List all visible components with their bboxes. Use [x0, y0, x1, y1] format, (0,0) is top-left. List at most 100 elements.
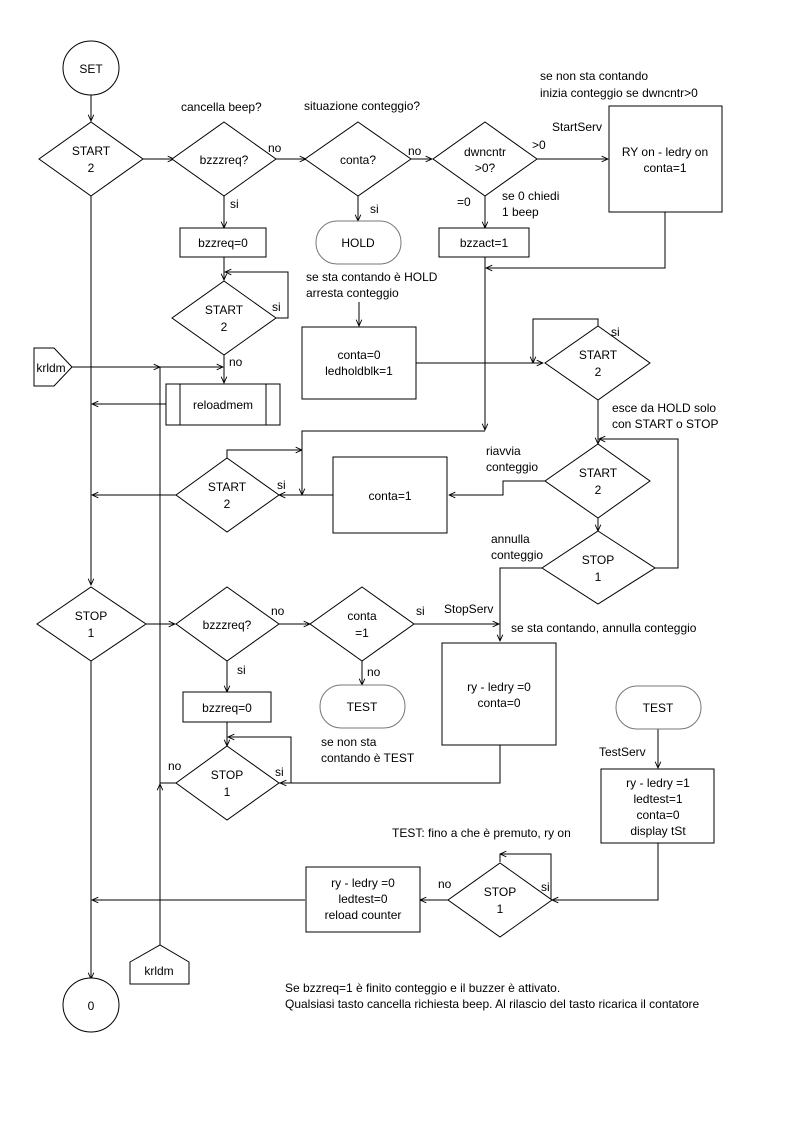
- process-label: bzzact=1: [460, 236, 509, 250]
- annotation-test-note-2: contando è TEST: [321, 751, 415, 765]
- decision-label: START: [579, 466, 618, 480]
- decision-stop1-test[interactable]: STOP 1: [447, 862, 553, 938]
- annotation-esce-2: con START o STOP: [612, 417, 719, 431]
- process-label: conta=1: [368, 489, 411, 503]
- edge-label-eq0: =0: [457, 195, 471, 209]
- decision-label: =1: [355, 626, 369, 640]
- decision-label: 1: [497, 902, 504, 916]
- decision-label: START: [205, 303, 244, 317]
- process-label: conta=0: [636, 808, 679, 822]
- process-label: ledtest=0: [338, 892, 387, 906]
- process-testserv[interactable]: ry - ledry =1 ledtest=1 conta=0 display …: [600, 768, 715, 844]
- edge-label-si: si: [370, 202, 379, 216]
- connectors: [72, 95, 679, 979]
- process-bzzreq0-top[interactable]: bzzreq=0: [179, 227, 267, 258]
- terminal-test-entry[interactable]: TEST: [615, 685, 702, 730]
- decision-label: bzzzreq?: [203, 618, 252, 632]
- decision-stop1-hold[interactable]: STOP 1: [541, 530, 656, 605]
- edge-stop1hold-loop: [599, 439, 679, 569]
- edge-ry0-stop1wait: [280, 745, 501, 783]
- process-reset[interactable]: ry - ledry =0 ledtest=0 reload counter: [305, 866, 421, 933]
- footer-note-2: Qualsiasi tasto cancella richiesta beep.…: [285, 997, 700, 1011]
- edge-label-no: no: [438, 877, 452, 891]
- process-conta1[interactable]: conta=1: [332, 456, 448, 534]
- decision-label: bzzzreq?: [200, 153, 249, 167]
- process-label: ledholdblk=1: [325, 364, 393, 378]
- process-label: ry - ledry =0: [467, 680, 531, 694]
- edge-label-no: no: [168, 759, 182, 773]
- edge-ryon-return: [486, 212, 666, 268]
- subroutine-reloadmem[interactable]: reloadmem: [165, 383, 281, 426]
- decision-start2-main[interactable]: START 2: [38, 121, 144, 197]
- edge-junction-start2rel: [302, 430, 485, 495]
- annotation-se-non-sta-2: inizia conteggio se dwncntr>0: [540, 86, 698, 100]
- edge-resume-conta1: [449, 480, 545, 495]
- decision-label: STOP: [75, 609, 107, 623]
- annotations: cancella beep? situazione conteggio? se …: [181, 69, 719, 1011]
- decision-start2-release[interactable]: START 2: [175, 457, 280, 533]
- connector-krldm-in[interactable]: krldm: [33, 347, 73, 387]
- annotation-hold-note-1: se sta contando è HOLD: [306, 270, 438, 284]
- decision-label: START: [579, 348, 618, 362]
- edge-start2rel-loop: [226, 450, 302, 458]
- edge-label-si: si: [275, 765, 284, 779]
- decision-start2-resume[interactable]: START 2: [544, 443, 651, 519]
- edge-label-si: si: [541, 880, 550, 894]
- decision-stop1-main[interactable]: STOP 1: [36, 586, 147, 662]
- process-label: conta=0: [477, 696, 520, 710]
- process-label: ry - ledry =1: [626, 776, 690, 790]
- decision-conta-eq1[interactable]: conta =1: [309, 586, 415, 662]
- annotation-situazione: situazione conteggio?: [304, 99, 420, 113]
- node-end[interactable]: 0: [62, 977, 120, 1033]
- annotation-hold-note-2: arresta conteggio: [306, 286, 399, 300]
- annotation-stopserv: StopServ: [444, 602, 493, 616]
- decision-label: 1: [595, 570, 602, 584]
- decision-label: 2: [88, 161, 95, 175]
- process-bzzact[interactable]: bzzact=1: [438, 227, 530, 258]
- edge-stop1hold-stopserv: [500, 567, 543, 641]
- process-bzzreq0-bottom[interactable]: bzzreq=0: [182, 691, 272, 723]
- decision-dwncntr[interactable]: dwncntr >0?: [432, 121, 538, 197]
- connector-krldm-out[interactable]: krldm: [129, 944, 190, 985]
- decision-label: dwncntr: [464, 145, 506, 159]
- decision-bzzzreq-bottom[interactable]: bzzzreq?: [175, 586, 280, 662]
- edge-label-no: no: [367, 665, 381, 679]
- decision-conta[interactable]: conta?: [304, 121, 412, 197]
- node-end-label: 0: [88, 999, 95, 1013]
- decision-label: >0?: [475, 161, 496, 175]
- edge-stop1test-loop-line: [499, 853, 552, 900]
- node-set[interactable]: SET: [62, 40, 120, 96]
- terminal-label: HOLD: [341, 236, 375, 250]
- process-label: display tSt: [630, 824, 686, 838]
- terminal-hold[interactable]: HOLD: [315, 220, 402, 265]
- edge-start2hold-loop: [533, 318, 599, 363]
- process-stopserv[interactable]: ry - ledry =0 conta=0: [441, 642, 557, 746]
- decision-bzzzreq-top[interactable]: bzzzreq?: [171, 121, 277, 197]
- decision-label: 1: [224, 785, 231, 799]
- decision-start2-hold[interactable]: START 2: [544, 325, 651, 401]
- annotation-startserv: StartServ: [552, 120, 602, 134]
- edge-label-si: si: [611, 325, 620, 339]
- terminal-label: TEST: [347, 700, 378, 714]
- decision-label: conta?: [340, 153, 376, 167]
- annotation-riavvia-1: riavvia: [486, 444, 521, 458]
- decision-start2-wait[interactable]: START 2: [171, 280, 277, 356]
- annotation-se0-2: 1 beep: [502, 205, 539, 219]
- process-label: ry - ledry =0: [331, 876, 395, 890]
- decision-label: STOP: [582, 553, 614, 567]
- edge-labels: no si no si >0 =0 si no si si no si si n…: [168, 138, 620, 894]
- process-label: RY on - ledry on: [622, 145, 708, 159]
- decision-label: 2: [595, 365, 602, 379]
- edge-label-no: no: [408, 144, 422, 158]
- process-ry-on[interactable]: RY on - ledry on conta=1: [608, 105, 723, 213]
- node-set-label: SET: [79, 62, 103, 76]
- edge-testserv-stop1test: [552, 843, 659, 900]
- decision-label: conta: [347, 609, 377, 623]
- annotation-test-fino: TEST: fino a che è premuto, ry on: [392, 826, 571, 840]
- decision-stop1-wait[interactable]: STOP 1: [175, 745, 280, 821]
- terminal-test[interactable]: TEST: [319, 684, 406, 729]
- process-conta0-ledholdblk[interactable]: conta=0 ledholdblk=1: [301, 326, 417, 400]
- annotation-se0-1: se 0 chiedi: [502, 189, 559, 203]
- decision-label: 2: [595, 483, 602, 497]
